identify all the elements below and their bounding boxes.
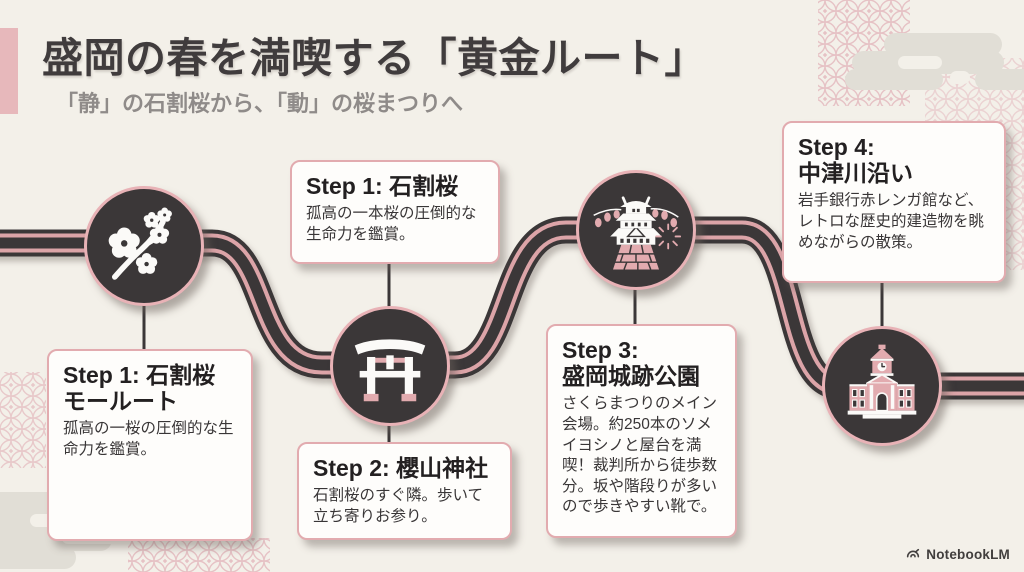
step-card-title: Step 1: 石割桜 xyxy=(306,173,459,199)
step-card-2: Step 2: 櫻山神社 石割桜のすぐ隣。歩いて立ち寄りお参り。 xyxy=(297,442,512,541)
step-card-1-route: Step 1: 石割桜 モールート 孤高の一桜の圧倒的な生命力を鑑賞。 xyxy=(47,349,253,541)
pink-pattern-left xyxy=(0,372,46,468)
page-subtitle: 「静」の石割桜から、「動」の桜まつりへ xyxy=(56,91,464,116)
step-card-body: 岩手銀行赤レンガ館など、レトロな歴史的建造物を眺めながらの散策。 xyxy=(798,192,985,251)
step-card-3: Step 3: 盛岡城跡公園 さくらまつりのメイン会場。約250本のソメイヨシノ… xyxy=(546,324,737,538)
route-node-2 xyxy=(330,306,450,426)
step-card-body: 孤高の一桜の圧倒的な生命力を鑑賞。 xyxy=(63,420,234,459)
firework-sparkle xyxy=(655,223,682,250)
step-card-title: Step 1: 石割桜 モールート xyxy=(63,362,216,415)
step-card-1: Step 1: 石割桜 孤高の一本桜の圧倒的な生命力を鑑賞。 xyxy=(290,160,500,264)
cloud-shape-top-right xyxy=(845,33,1024,90)
connector-lines xyxy=(142,255,884,448)
notebooklm-logo-icon xyxy=(907,548,920,558)
step-card-title: Step 2: 櫻山神社 xyxy=(313,455,489,481)
brick-building-icon xyxy=(847,344,917,419)
step-card-4: Step 4: 中津川沿い 岩手銀行赤レンガ館など、レトロな歴史的建造物を眺めな… xyxy=(782,121,1006,283)
step-card-body: 孤高の一本桜の圧倒的な生命力を鑑賞。 xyxy=(306,205,477,243)
step-card-body: 石割桜のすぐ隣。歩いて立ち寄りお参り。 xyxy=(313,487,484,525)
pink-pattern-bottom xyxy=(128,538,270,572)
watermark: NotebookLM xyxy=(905,546,1010,562)
page-title: 盛岡の春を満喫する「黄金ルート」 xyxy=(42,35,706,81)
cherry-blossom-icon xyxy=(108,207,172,280)
step-card-body: さくらまつりのメイン会場。約250本のソメイヨシノと屋台を満喫！裁判所から徒歩数… xyxy=(562,395,718,516)
route-node-4 xyxy=(822,326,942,446)
cloud-notches-top-right xyxy=(898,56,970,84)
torii-gate-icon xyxy=(354,339,426,402)
step-card-title: Step 3: 盛岡城跡公園 xyxy=(562,337,700,390)
route-node-1 xyxy=(84,186,204,306)
watermark-label: NotebookLM xyxy=(926,546,1010,562)
route-node-3 xyxy=(576,170,696,290)
castle-festival-icon xyxy=(593,196,682,270)
step-card-title: Step 4: 中津川沿い xyxy=(798,134,913,187)
title-accent-bar xyxy=(0,28,18,114)
